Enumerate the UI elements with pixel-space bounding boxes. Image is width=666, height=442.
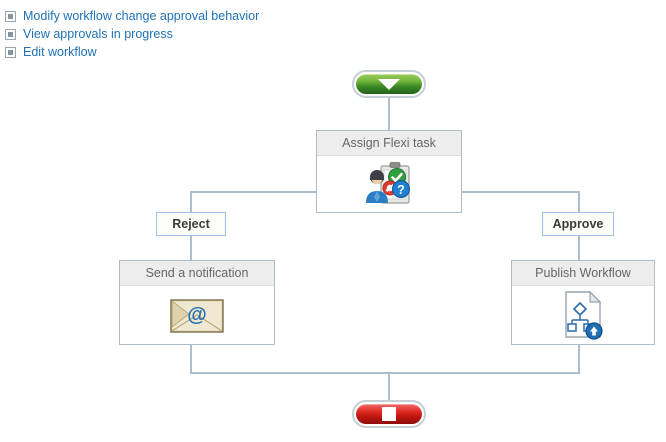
- activity-publish-workflow[interactable]: Publish Workflow: [511, 260, 655, 345]
- link-edit-workflow[interactable]: Edit workflow: [23, 45, 97, 59]
- activity-icon-area: [512, 286, 654, 344]
- connector-approve-to-publish: [578, 235, 580, 260]
- svg-text:@: @: [187, 304, 207, 326]
- connector-task-right-stub: [578, 191, 580, 213]
- end-node[interactable]: [352, 400, 426, 428]
- activity-assign-flexi-task[interactable]: Assign Flexi task ?: [316, 130, 462, 213]
- clipboard-person-approval-icon: ?: [366, 162, 410, 204]
- square-bullet-icon: [5, 28, 16, 40]
- play-down-triangle-icon: [378, 78, 400, 90]
- svg-text:?: ?: [397, 183, 405, 197]
- end-node-inner: [356, 404, 422, 424]
- link-row-view-approvals[interactable]: View approvals in progress: [0, 26, 400, 42]
- connector-merge-horizontal: [190, 372, 580, 374]
- link-row-modify-behavior[interactable]: Modify workflow change approval behavior: [0, 8, 400, 24]
- activity-icon-area: @: [120, 286, 274, 344]
- connector-notification-to-merge: [190, 345, 192, 373]
- activity-title-publish-workflow: Publish Workflow: [512, 261, 654, 286]
- activity-send-a-notification[interactable]: Send a notification @: [119, 260, 275, 345]
- square-bullet-icon: [5, 46, 16, 58]
- transition-label-approve[interactable]: Approve: [542, 212, 614, 236]
- square-bullet-icon: [5, 10, 16, 22]
- connector-start-to-task: [388, 98, 390, 130]
- link-view-approvals-in-progress[interactable]: View approvals in progress: [23, 27, 173, 41]
- start-node[interactable]: [352, 70, 426, 98]
- workflow-action-links: Modify workflow change approval behavior…: [0, 8, 400, 62]
- connector-task-left-stub: [190, 191, 192, 213]
- connector-publish-to-merge: [578, 345, 580, 373]
- connector-merge-to-end: [388, 372, 390, 402]
- transition-label-reject[interactable]: Reject: [156, 212, 226, 236]
- activity-title-send-a-notification: Send a notification: [120, 261, 274, 286]
- stop-square-icon: [382, 407, 396, 421]
- link-row-edit-workflow[interactable]: Edit workflow: [0, 44, 400, 60]
- email-envelope-at-icon: @: [170, 299, 224, 333]
- activity-title-assign-flexi-task: Assign Flexi task: [317, 131, 461, 156]
- connector-reject-to-notification: [190, 235, 192, 260]
- publish-document-upload-icon: [565, 290, 603, 340]
- link-modify-workflow-change-approval-behavior[interactable]: Modify workflow change approval behavior: [23, 9, 260, 23]
- activity-icon-area: ?: [317, 156, 461, 212]
- start-node-inner: [356, 74, 422, 94]
